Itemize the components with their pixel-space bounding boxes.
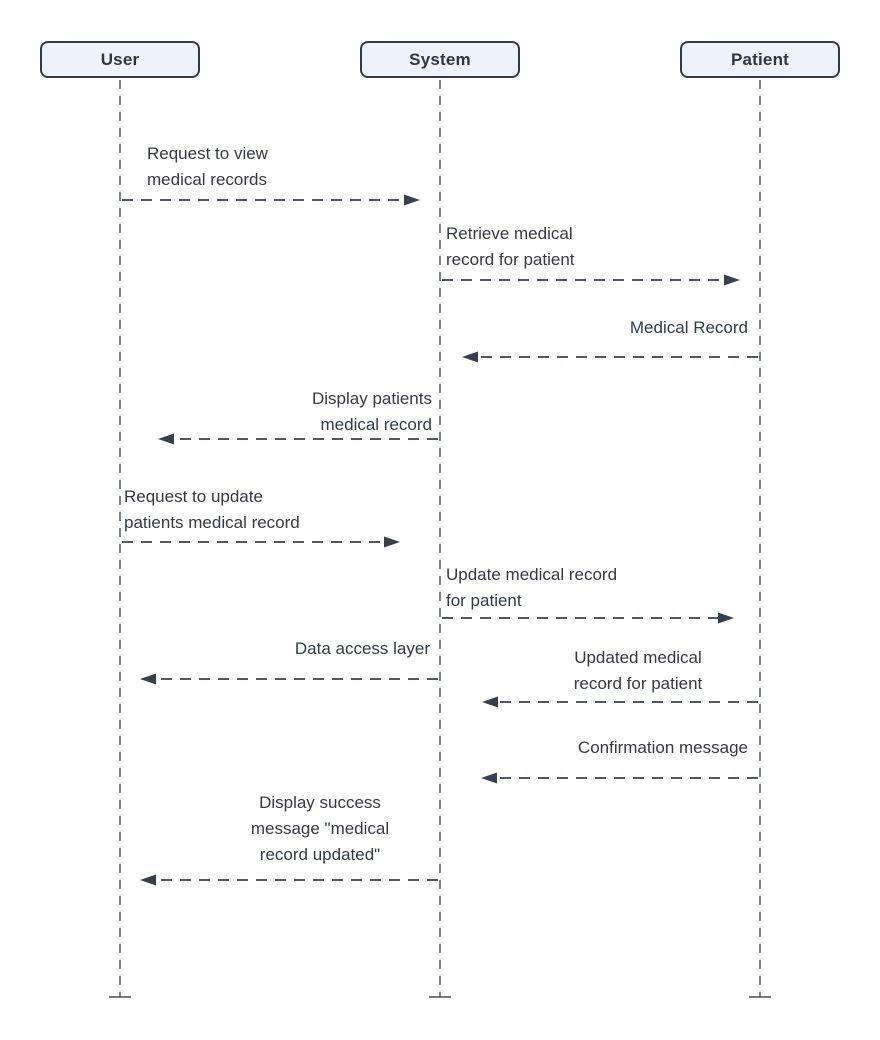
message-1-label: Request to view medical records <box>147 144 268 189</box>
message-4-arrowhead-icon <box>158 433 174 445</box>
actor-box-user: User <box>40 41 200 78</box>
message-6-label: Update medical record for patient <box>446 565 618 610</box>
message-6-arrowhead-icon <box>718 612 734 624</box>
actor-box-patient: Patient <box>680 41 840 78</box>
actor-label-user: User <box>100 49 140 69</box>
message-2-label: Retrieve medical record for patient <box>446 224 575 269</box>
message-5-arrowhead-icon <box>384 536 400 548</box>
message-7-arrowhead-icon <box>140 673 156 685</box>
actor-label-patient: Patient <box>730 49 790 69</box>
actor-label-system: System <box>409 49 471 69</box>
message-8-arrowhead-icon <box>482 696 498 708</box>
message-8-label: Updated medical record for patient <box>573 648 703 693</box>
message-9-label: Confirmation message <box>577 738 748 757</box>
message-5-label: Request to update patients medical recor… <box>124 487 300 532</box>
message-10-arrowhead-icon <box>140 874 156 886</box>
message-3-label: Medical Record <box>629 318 748 337</box>
message-3-arrowhead-icon <box>462 351 478 363</box>
message-7-label: Data access layer <box>294 639 430 658</box>
message-9-arrowhead-icon <box>481 772 497 784</box>
message-1-arrowhead-icon <box>404 194 420 206</box>
message-2-arrowhead-icon <box>724 274 740 286</box>
message-10-label: Display success message "medical record … <box>250 793 390 864</box>
actor-box-system: System <box>360 41 520 78</box>
message-4-label: Display patients medical record <box>311 389 432 434</box>
